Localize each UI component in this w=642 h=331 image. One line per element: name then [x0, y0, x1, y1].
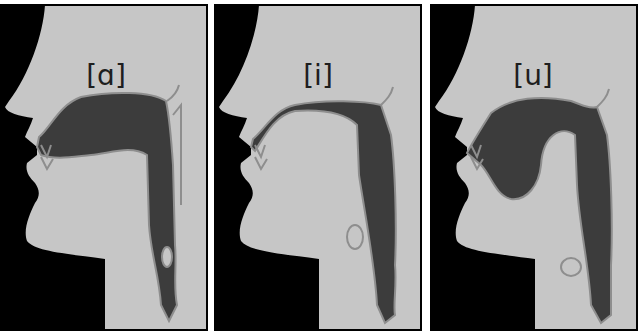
sagittal-panel — [1, 5, 207, 331]
vowel-label: [i] — [303, 62, 333, 90]
vowel-label: [ɑ] — [86, 62, 126, 90]
vowel-label: [u] — [513, 62, 553, 90]
sagittal-panel — [431, 5, 637, 331]
sagittal-panel — [215, 5, 421, 331]
